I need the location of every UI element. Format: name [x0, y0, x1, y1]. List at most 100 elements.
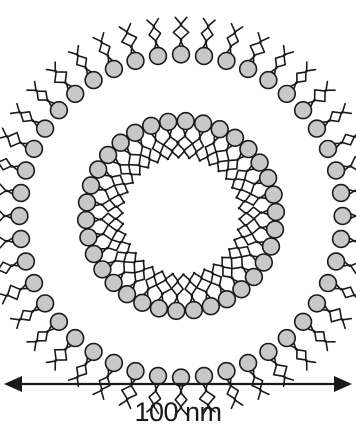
outer-lipid-head — [218, 53, 235, 70]
inner-lipid-head — [86, 246, 103, 263]
inner-lipid-head — [83, 177, 100, 194]
inner-lipid-tail — [218, 145, 234, 172]
outer-lipid-tail — [3, 128, 29, 143]
outer-lipid-head — [150, 48, 167, 65]
outer-lipid-tail — [201, 19, 208, 49]
outer-lipid-head — [196, 48, 213, 65]
inner-lipid-tail — [123, 150, 140, 175]
inner-lipid-tail — [238, 229, 265, 242]
inner-lipid-head — [105, 275, 122, 292]
outer-lipid-tail — [254, 38, 269, 64]
inner-lipid-tail — [238, 225, 268, 234]
outer-lipid-head — [328, 162, 345, 179]
outer-lipid-head — [85, 72, 102, 89]
inner-lipid-tail — [226, 165, 253, 180]
inner-lipid-tail — [93, 213, 123, 220]
outer-lipid-tail — [11, 112, 38, 127]
inner-lipid-head — [134, 294, 151, 311]
outer-lipid-head — [173, 46, 190, 63]
outer-lipid-tail — [17, 104, 41, 123]
inner-lipid-tail — [222, 258, 247, 275]
outer-lipid-head — [150, 368, 167, 385]
inner-lipid-head — [260, 170, 277, 187]
inner-lipid-head — [246, 269, 263, 286]
inner-lipid-head — [177, 113, 194, 130]
outer-lipid-head — [333, 231, 350, 248]
outer-lipid-tail — [324, 305, 351, 320]
inner-lipid-head — [80, 229, 97, 246]
outer-lipid-tail — [77, 359, 92, 386]
inner-lipid-tail — [184, 128, 193, 158]
outer-lipid-head — [196, 368, 213, 385]
outer-lipid-tail — [274, 52, 293, 76]
outer-lipid-head — [240, 61, 257, 78]
outer-lipid-tail — [336, 284, 356, 296]
inner-lipid-head — [185, 302, 202, 319]
outer-lipid-tail — [27, 325, 52, 342]
outer-lipid-head — [260, 344, 277, 361]
inner-lipid-tail — [94, 200, 124, 207]
outer-lipid-tail — [0, 265, 20, 278]
outer-lipid-head — [85, 344, 102, 361]
outer-lipid-tail — [0, 136, 26, 148]
outer-lipid-tail — [230, 27, 243, 55]
outer-lipid-tail — [11, 305, 38, 320]
inner-lipid-head — [233, 281, 250, 298]
outer-lipid-tail — [249, 33, 261, 62]
outer-lipid-tail — [27, 90, 52, 107]
inner-lipid-tail — [189, 273, 196, 303]
outer-lipid-tail — [310, 325, 335, 342]
outer-lipid-head — [106, 61, 123, 78]
scale-bar-left-arrowhead — [4, 376, 22, 392]
inner-lipid-tail — [155, 132, 168, 159]
outer-lipid-head — [218, 363, 235, 380]
inner-lipid-head — [90, 161, 107, 178]
inner-lipid-tail — [196, 131, 204, 161]
outer-lipid-tail — [290, 345, 307, 370]
outer-lipid-head — [127, 363, 144, 380]
outer-lipid-tail — [69, 357, 88, 381]
outer-lipid-head — [26, 275, 43, 292]
inner-lipid-head — [127, 124, 144, 141]
inner-lipid-head — [195, 115, 212, 132]
outer-lipid-tail — [0, 154, 20, 167]
outer-lipid-head — [309, 295, 326, 312]
outer-lipid-tail — [101, 33, 113, 62]
inner-lipid-head — [119, 286, 136, 303]
outer-lipid-tail — [270, 359, 285, 386]
outer-lipid-head — [18, 162, 35, 179]
outer-lipid-tail — [127, 24, 137, 54]
inner-lipid-tail — [110, 252, 137, 267]
lipid-heads — [11, 46, 351, 386]
outer-lipid-head — [334, 208, 351, 225]
outer-lipid-tail — [336, 136, 356, 148]
inner-lipid-head — [160, 114, 177, 131]
outer-lipid-head — [328, 253, 345, 270]
outer-lipid-tail — [342, 265, 356, 278]
outer-lipid-head — [18, 253, 35, 270]
inner-lipid-head — [251, 154, 268, 171]
outer-lipid-head — [295, 102, 312, 119]
outer-lipid-head — [260, 72, 277, 89]
outer-lipid-head — [26, 141, 43, 158]
outer-lipid-head — [51, 313, 68, 330]
inner-lipid-head — [151, 300, 168, 317]
inner-lipid-head — [265, 186, 282, 203]
inner-lipid-head — [255, 254, 272, 271]
inner-lipid-head — [227, 129, 244, 146]
outer-lipid-tail — [119, 27, 131, 55]
inner-lipid-head — [219, 291, 236, 308]
outer-lipid-head — [67, 86, 84, 103]
inner-lipid-tail — [176, 274, 184, 304]
inner-lipid-tail — [162, 274, 174, 303]
scale-bar-label: 100 nm — [0, 397, 356, 428]
scale-bar-right-arrowhead — [334, 376, 352, 392]
outer-lipid-tail — [290, 62, 307, 87]
outer-lipid-head — [278, 86, 295, 103]
outer-lipid-tail — [322, 309, 346, 328]
outer-lipid-head — [320, 141, 337, 158]
inner-lipid-head — [240, 141, 257, 158]
outer-lipid-head — [106, 355, 123, 372]
inner-lipid-tail — [129, 260, 145, 287]
